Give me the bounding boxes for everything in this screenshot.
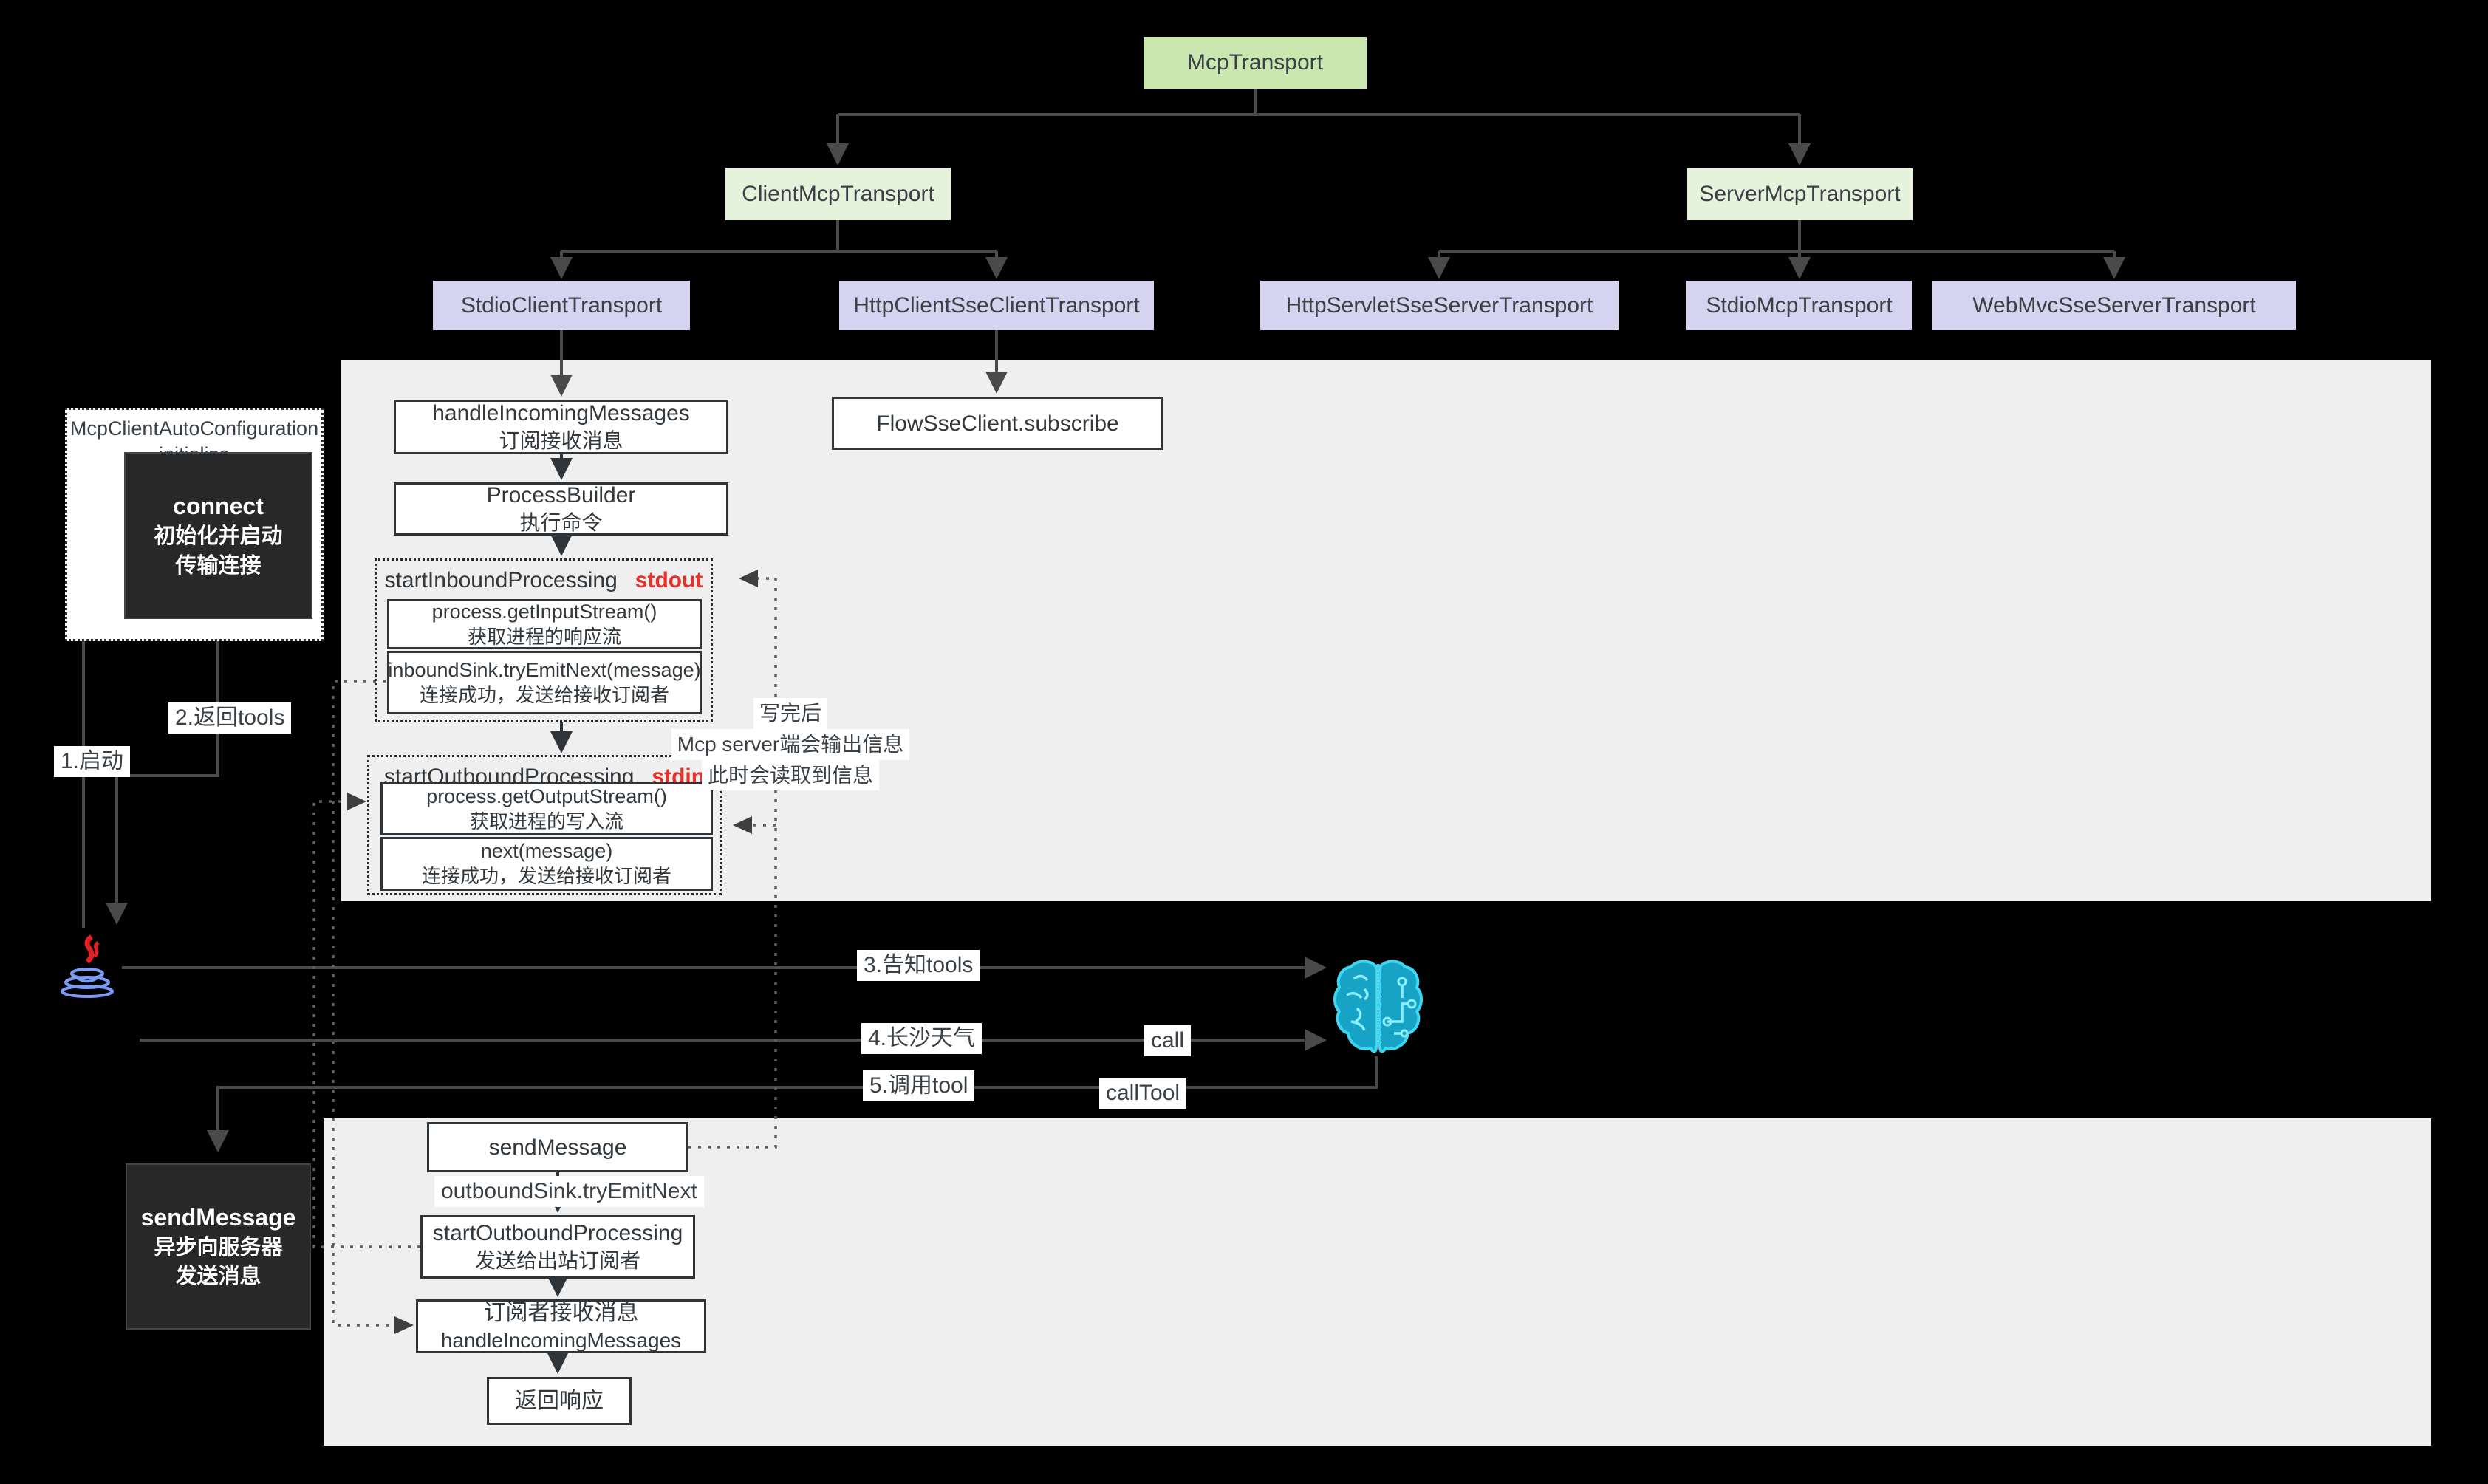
node-http-client-sse-transport: HttpClientSseClientTransport <box>839 281 1154 330</box>
box-title: process.getOutputStream() <box>426 784 667 807</box>
box-title: startOutboundProcessing <box>432 1221 683 1246</box>
label-return-tools: 2.返回tools <box>168 702 292 734</box>
config-title: McpClientAutoConfiguration <box>69 417 319 440</box>
box-title: sendMessage <box>140 1203 296 1231</box>
box-title: next(message) <box>480 840 613 863</box>
label-call: call <box>1144 1025 1192 1056</box>
inbound-sink-emit-box: inboundSink.tryEmitNext(message) 连接成功，发送… <box>387 651 702 714</box>
box-title: FlowSseClient.subscribe <box>876 411 1119 436</box>
node-label: HttpClientSseClientTransport <box>853 293 1140 318</box>
ai-brain-icon <box>1332 957 1424 1059</box>
label-weather: 4.长沙天气 <box>861 1023 982 1054</box>
node-stdio-mcp-transport: StdioMcpTransport <box>1686 281 1912 330</box>
box-subtitle: 连接成功，发送给接收订阅者 <box>421 865 671 888</box>
stdout-tag: stdout <box>635 568 703 592</box>
get-input-stream-box: process.getInputStream() 获取进程的响应流 <box>387 599 702 649</box>
box-title: sendMessage <box>488 1135 627 1160</box>
box-title: connect <box>173 493 264 520</box>
send-message-async-box: sendMessage 异步向服务器发送消息 <box>126 1163 311 1330</box>
group-title: startInboundProcessing stdout <box>377 568 711 593</box>
node-http-servlet-sse-transport: HttpServletSseServerTransport <box>1260 281 1619 330</box>
node-label: StdioClientTransport <box>460 293 663 318</box>
label-invoke-tool: 5.调用tool <box>863 1070 975 1101</box>
box-subtitle: 连接成功，发送给接收订阅者 <box>419 683 669 706</box>
write-note: 写完后 Mcp server端会输出信息 此时会读取到信息 <box>669 698 912 791</box>
next-message-box: next(message) 连接成功，发送给接收订阅者 <box>380 837 713 891</box>
subscriber-receive-box: 订阅者接收消息 handleIncomingMessages <box>416 1299 706 1353</box>
process-builder-box: ProcessBuilder 执行命令 <box>394 482 728 536</box>
node-label: ServerMcpTransport <box>1699 182 1901 206</box>
node-stdio-client-transport: StdioClientTransport <box>433 281 690 330</box>
label-call-tool: callTool <box>1099 1078 1187 1109</box>
node-label: StdioMcpTransport <box>1706 293 1893 318</box>
start-outbound-processing-group: startOutboundProcessing stdin process.ge… <box>367 755 722 895</box>
label-start: 1.启动 <box>54 746 131 777</box>
box-title: 订阅者接收消息 <box>483 1300 639 1325</box>
box-subtitle: 初始化并启动传输连接 <box>154 524 283 578</box>
connect-box: connect 初始化并启动传输连接 <box>124 452 312 619</box>
box-subtitle: 获取进程的写入流 <box>469 810 623 832</box>
note-line: 写完后 <box>753 698 827 729</box>
node-server-mcp-transport: ServerMcpTransport <box>1687 168 1913 220</box>
box-subtitle: 执行命令 <box>519 511 603 535</box>
node-label: WebMvcSseServerTransport <box>1972 293 2256 318</box>
java-icon <box>58 934 120 999</box>
box-title: handleIncomingMessages <box>432 401 690 426</box>
box-subtitle: 订阅接收消息 <box>499 429 623 453</box>
box-title: process.getInputStream() <box>431 600 657 623</box>
box-subtitle: handleIncomingMessages <box>440 1328 682 1352</box>
start-inbound-processing-group: startInboundProcessing stdout process.ge… <box>375 558 713 722</box>
group-title-text: startInboundProcessing <box>384 568 618 592</box>
note-line: Mcp server端会输出信息 <box>671 728 910 760</box>
label-notify-tools: 3.告知tools <box>857 950 980 981</box>
node-mcp-transport: McpTransport <box>1144 37 1367 89</box>
send-message-box: sendMessage <box>427 1122 688 1172</box>
box-title: inboundSink.tryEmitNext(message) <box>388 658 701 681</box>
node-client-mcp-transport: ClientMcpTransport <box>725 168 951 220</box>
node-label: ClientMcpTransport <box>742 182 934 206</box>
flow-sse-subscribe-box: FlowSseClient.subscribe <box>832 397 1163 450</box>
send-message-panel <box>324 1118 2431 1446</box>
node-label: HttpServletSseServerTransport <box>1285 293 1593 318</box>
note-line: 此时会读取到信息 <box>701 759 879 791</box>
box-subtitle: 发送给出站订阅者 <box>474 1249 640 1273</box>
box-subtitle: 异步向服务器发送消息 <box>154 1235 283 1289</box>
node-label: McpTransport <box>1187 50 1323 75</box>
box-subtitle: 获取进程的响应流 <box>467 625 621 648</box>
box-title: ProcessBuilder <box>486 483 636 508</box>
outbound-sink-emit-label: outboundSink.tryEmitNext <box>434 1176 704 1207</box>
node-webmvc-sse-transport: WebMvcSseServerTransport <box>1932 281 2296 330</box>
get-output-stream-box: process.getOutputStream() 获取进程的写入流 <box>380 782 713 835</box>
response-box: 返回响应 <box>487 1377 632 1425</box>
box-title: 返回响应 <box>515 1389 604 1413</box>
handle-incoming-box: handleIncomingMessages 订阅接收消息 <box>394 400 728 454</box>
start-outbound-box: startOutboundProcessing 发送给出站订阅者 <box>420 1215 695 1279</box>
